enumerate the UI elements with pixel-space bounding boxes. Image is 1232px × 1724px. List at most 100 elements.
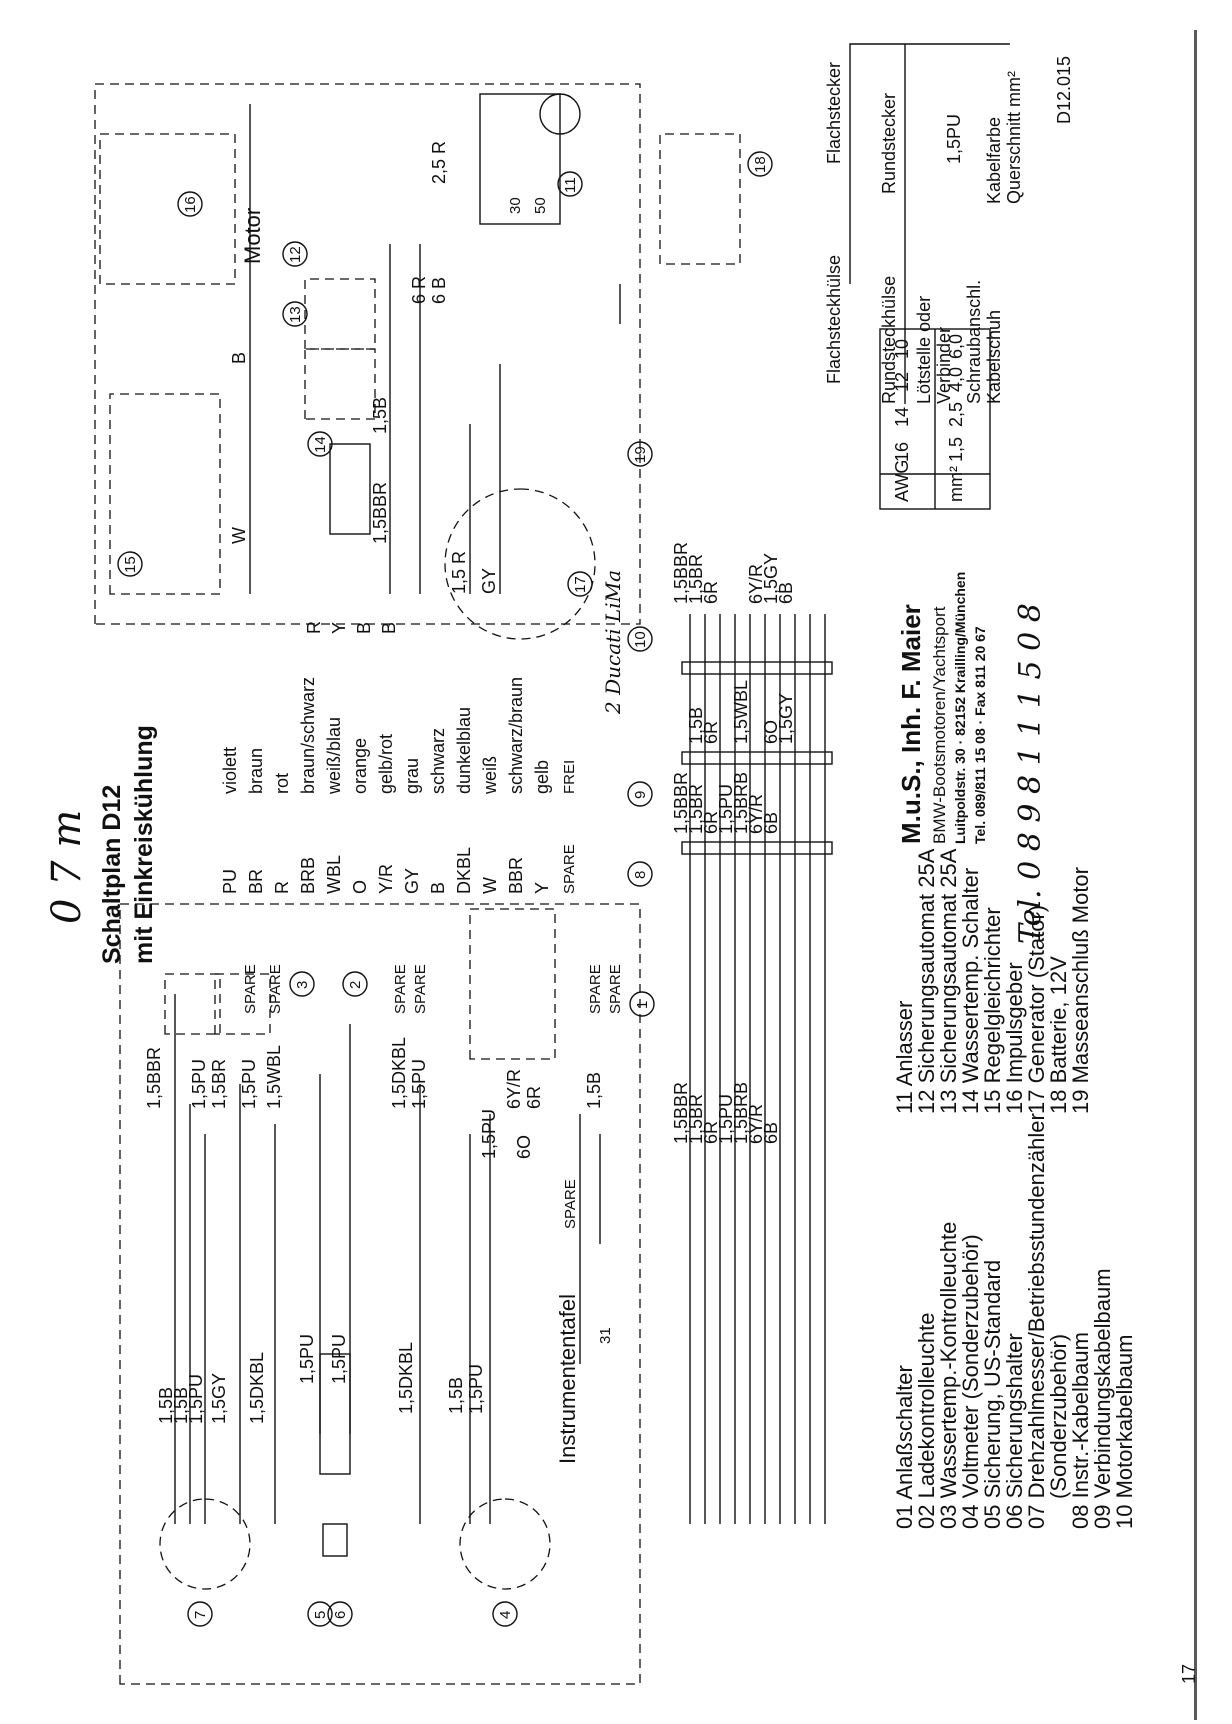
wire-label: 1,5WBL	[731, 680, 751, 744]
stamp-line4: Tel. 089/811 15 08 · Fax 811 20 67	[972, 626, 988, 844]
awg-cell: 4,0	[946, 367, 966, 392]
wire-label: 1,5BR	[686, 554, 706, 604]
wire-label: 1,5PU	[716, 784, 736, 834]
marker-10-label: 10	[632, 631, 649, 648]
marker-11-label: 11	[562, 177, 579, 193]
color-code: B	[428, 882, 448, 894]
color-code: BBR	[506, 857, 526, 894]
harness: 1,5BBR 1,5BR 6R 1,5PU 1,5BRB 6Y/R 6B 1,5…	[671, 542, 833, 1524]
scan-edge-line	[1194, 30, 1197, 1720]
wire-label: 6 B	[429, 277, 449, 304]
starter-motor	[539, 93, 581, 135]
color-code: O	[350, 880, 370, 894]
component-item: 06 Sicherungshalter	[1002, 1333, 1027, 1529]
wire-label: 1,5WBL	[264, 1045, 284, 1109]
awg-cell: 16	[892, 442, 912, 462]
color-code: Y	[532, 882, 552, 894]
marker-12-label: 12	[287, 246, 304, 263]
component-list: 01 Anlaßschalter 02 Ladekontrolleuchte 0…	[892, 848, 1137, 1529]
marker-10	[627, 626, 653, 652]
awg-cell: 2,5	[946, 402, 966, 427]
component-item: 12 Sicherungsautomat 25A	[914, 848, 939, 1114]
wire-label: 31	[597, 1327, 614, 1344]
marker-8	[627, 861, 653, 887]
component-item: 04 Voltmeter (Sonderzubehör)	[958, 1234, 983, 1529]
legend-item: Rundsteckhülse	[879, 276, 899, 404]
component-item: 19 Masseanschluß Motor	[1068, 867, 1093, 1114]
wire-label: 6 R	[409, 276, 429, 304]
connector-legend: Flachsteckhülse Flachstecker Rundsteckhü…	[824, 43, 1024, 404]
awg-table-grid	[880, 329, 990, 509]
color-code: WBL	[324, 855, 344, 894]
wire-label: 6O	[761, 720, 781, 744]
color-name: grau	[402, 758, 422, 794]
fuse	[322, 1523, 348, 1557]
color-code: W	[480, 877, 500, 894]
awg-cell: 1,5	[946, 437, 966, 462]
lamp-3-box	[164, 973, 221, 1035]
wire-label: 1,5GY	[761, 553, 781, 604]
color-name: braun	[246, 748, 266, 794]
legend-kabelfarbe: Kabelfarbe	[984, 117, 1004, 204]
wire-label: 1,5PU	[186, 1374, 206, 1424]
starter-relay	[479, 93, 561, 225]
wire-label: Y	[329, 622, 349, 634]
title-line1: Schaltplan D12	[98, 785, 126, 964]
legend-item: Schraubanschl.	[964, 280, 984, 404]
wire-label: 1,5B	[171, 1387, 191, 1424]
color-code: SPARE	[561, 844, 578, 894]
wire-label: 6R	[701, 1121, 721, 1144]
color-name: braun/schwarz	[298, 677, 318, 794]
handwritten-note: 0 7 m	[44, 810, 90, 924]
connector-9-b	[681, 751, 833, 765]
component-markers: 1 2 3 4 5 6 7 8 9 10 11 12 13 14 15 16 1…	[117, 151, 773, 1627]
stamp-line1: M.u.S., Inh. F. Maier	[896, 604, 926, 844]
color-name: FREI	[561, 760, 578, 794]
wire-label: 6Y/R	[746, 564, 766, 604]
wire-label: 2,5 R	[429, 141, 449, 184]
wire-label: SPARE	[267, 964, 284, 1014]
legend-item: Flachsteckhülse	[824, 255, 844, 384]
marker-4	[492, 1601, 518, 1627]
wire-label: 30	[507, 197, 524, 214]
awg-cell: 6,0	[946, 334, 966, 359]
wire-label: 6Y/R	[504, 1069, 524, 1109]
wire-label: GY	[479, 568, 499, 594]
marker-13-label: 13	[287, 306, 304, 323]
component-item: 14 Wassertemp. Schalter	[958, 868, 983, 1114]
component-item: 16 Impulsgeber	[1002, 962, 1027, 1114]
wire-label: 1,5DKBL	[389, 1037, 409, 1109]
wire-label: SPARE	[587, 964, 604, 1014]
wire-label: 1,5BR	[686, 784, 706, 834]
marker-1-label: 1	[634, 1001, 651, 1009]
legend-rule	[849, 43, 1010, 284]
temp-switch-box	[329, 443, 371, 535]
wire-label: SPARE	[562, 1179, 579, 1229]
legend-wire-example: 1,5PU	[944, 114, 964, 164]
marker-14	[307, 431, 333, 457]
marker-3	[289, 971, 315, 997]
component-item: 10 Motorkabelbaum	[1112, 1335, 1137, 1529]
color-name: gelb	[532, 760, 552, 794]
wire-label: W	[229, 527, 249, 544]
component-item: 07 Drehzahlmesser/Betriebsstundenzähler	[1024, 1113, 1049, 1529]
motor-frame	[94, 83, 641, 625]
marker-15	[117, 551, 143, 577]
color-name: gelb/rot	[376, 734, 396, 794]
dealer-stamp: M.u.S., Inh. F. Maier BMW-Bootsmotoren/Y…	[896, 572, 1048, 944]
ignition-switch-box	[469, 908, 556, 1060]
wire-label: 1,5BBR	[671, 772, 691, 834]
title-line2: mit Einkreiskühlung	[130, 725, 158, 964]
instrumententafel-label: Instrumententafel	[555, 1294, 580, 1464]
fuse-12-box	[304, 278, 376, 350]
marker-7-label: 7	[192, 1611, 209, 1619]
marker-15-label: 15	[122, 556, 139, 573]
battery-box	[659, 133, 741, 265]
color-code: R	[272, 881, 292, 894]
component-item: 05 Sicherung, US-Standard	[980, 1260, 1005, 1529]
regulator-box	[109, 393, 221, 595]
legend-item: Verbinder	[934, 327, 954, 404]
legend-item: Rundstecker	[879, 93, 899, 194]
color-code: PU	[220, 869, 240, 894]
